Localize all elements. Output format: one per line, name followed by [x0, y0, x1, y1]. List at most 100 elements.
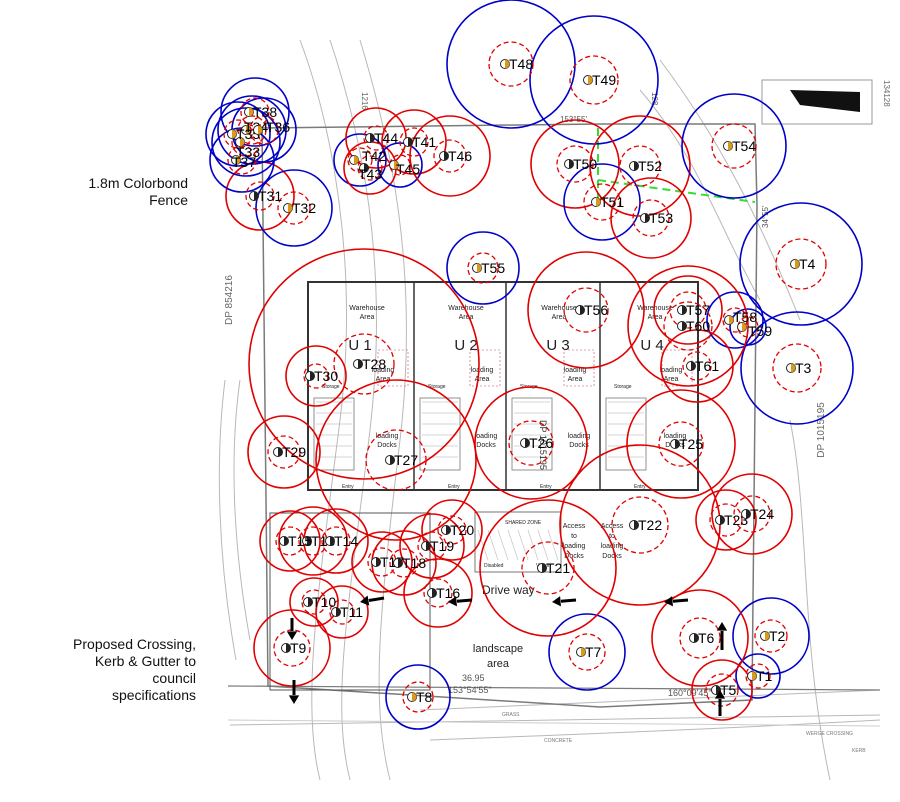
- parking-label: Disabled: [484, 563, 504, 569]
- arrow-head: [286, 631, 298, 640]
- arrow-head: [288, 695, 300, 704]
- loading-docks-label: loading: [376, 433, 399, 440]
- tree-zone-t48: [446, 0, 576, 129]
- tree-label-t7: T7: [585, 644, 602, 660]
- tree-structural-zone-t31: [245, 181, 275, 211]
- tree-trunk-icon: [371, 557, 381, 567]
- tree-zone-t5: [691, 659, 753, 721]
- tree-label-t53: T53: [649, 210, 673, 226]
- tree-zone-t21: [479, 499, 617, 637]
- tree-zone-t58: [706, 291, 764, 349]
- traffic-arrows: [286, 595, 728, 716]
- tree-trunk-icon: [393, 558, 403, 568]
- parking-label: SHARED ZONE: [505, 520, 542, 526]
- tree-label-t58: T58: [733, 309, 757, 325]
- tree-trunk-icon: [325, 536, 335, 546]
- tree-label-t60: T60: [686, 318, 710, 334]
- tree-structural-zone-t24: [733, 495, 771, 533]
- loading-area-label: Area: [376, 376, 391, 383]
- loading-docks-label: loading: [475, 433, 498, 440]
- amenities-block: [419, 397, 461, 471]
- tree-zone-t15: [259, 510, 321, 572]
- dp-label: DP 1015195: [816, 402, 827, 458]
- mezzanine-outline: [377, 349, 409, 387]
- trunk-half: [446, 525, 451, 535]
- entry-label: Entry: [540, 484, 552, 490]
- trunk-half: [376, 557, 381, 567]
- tree-trunk-icon: [421, 541, 431, 551]
- tree-label-t46: T46: [448, 148, 472, 164]
- crossing-callout-line: council: [152, 670, 196, 686]
- trunk-half: [364, 163, 369, 173]
- trunk-half: [254, 191, 259, 201]
- tree-zone-t38: [220, 77, 290, 147]
- tree-zone-t42: [333, 133, 387, 187]
- tree-trunk-icon: [227, 129, 237, 139]
- entry-label: Entry: [448, 484, 460, 490]
- contour-line: [299, 39, 347, 781]
- trunk-half: [791, 363, 796, 373]
- tree-label-t51: T51: [600, 194, 624, 210]
- site-boundary: [227, 79, 881, 727]
- street-label: GRASS: [502, 712, 520, 718]
- hatch-line: [477, 529, 489, 561]
- tree-zone-t61: [660, 329, 734, 403]
- arrow-head: [714, 690, 726, 699]
- tree-trunk-icon: [737, 322, 747, 332]
- tree-label-t50: T50: [573, 156, 597, 172]
- tree-trunk-icon: [231, 155, 241, 165]
- tree-structural-zone-t29: [267, 435, 301, 469]
- trunk-half: [752, 671, 757, 681]
- street-boundary-line: [227, 685, 881, 691]
- tree-label-t41: T41: [412, 134, 436, 150]
- trunk-half: [525, 438, 530, 448]
- tree-label-t48: T48: [509, 56, 533, 72]
- warehouse-label: Warehouse: [637, 305, 673, 312]
- loading-docks-label: Docks: [476, 442, 496, 449]
- access-label: to: [609, 533, 615, 540]
- tree-structural-zone-t27: [365, 429, 427, 491]
- arrow-shaft: [368, 596, 385, 602]
- trunk-half: [286, 643, 291, 653]
- tree-structural-zone-t41: [399, 127, 429, 157]
- tree-label-t42: T42: [362, 148, 386, 164]
- tree-label-t29: T29: [282, 444, 306, 460]
- tree-trunk-icon: [591, 197, 601, 207]
- trunk-half: [728, 141, 733, 151]
- tree-zone-t55: [446, 231, 520, 305]
- tree-trunk-icon: [520, 438, 530, 448]
- fence-callout-line: 1.8m Colorbond: [88, 175, 188, 191]
- tree-zone-t7: [548, 613, 626, 691]
- trunk-half: [691, 361, 696, 371]
- loading-docks-label: loading: [664, 433, 687, 440]
- bearing-label: 160°09'45": [668, 688, 712, 698]
- tree-trunk-icon: [253, 125, 263, 135]
- tree-structural-zone-t48: [488, 41, 534, 87]
- loading-docks-label: loading: [568, 433, 591, 440]
- trunk-half: [729, 315, 734, 325]
- tree-structural-zone-t14: [321, 526, 351, 556]
- unit-label: U 3: [546, 337, 569, 354]
- tree-label-t55: T55: [481, 260, 505, 276]
- hatch-line: [527, 529, 539, 561]
- tree-structural-zone-t42: [347, 147, 373, 173]
- tree-structural-zone-t8: [402, 681, 434, 713]
- access-label: to: [571, 533, 577, 540]
- tree-structural-zone-t44: [363, 125, 389, 151]
- tree-trunk-icon: [760, 631, 770, 641]
- tree-label-t6: T6: [698, 630, 715, 646]
- tree-label-t26: T26: [529, 435, 553, 451]
- trunk-half: [795, 259, 800, 269]
- tree-zone-t27: [315, 379, 477, 541]
- traffic-arrow: [552, 596, 577, 607]
- trunk-half: [412, 692, 417, 702]
- trunk-half: [634, 520, 639, 530]
- landscape-label: area: [487, 658, 510, 670]
- trunk-half: [432, 588, 437, 598]
- tree-label-t16: T16: [436, 585, 460, 601]
- warehouse-label: Warehouse: [349, 305, 385, 312]
- tree-trunk-icon: [723, 141, 733, 151]
- tree-structural-zone-t51: [583, 183, 621, 221]
